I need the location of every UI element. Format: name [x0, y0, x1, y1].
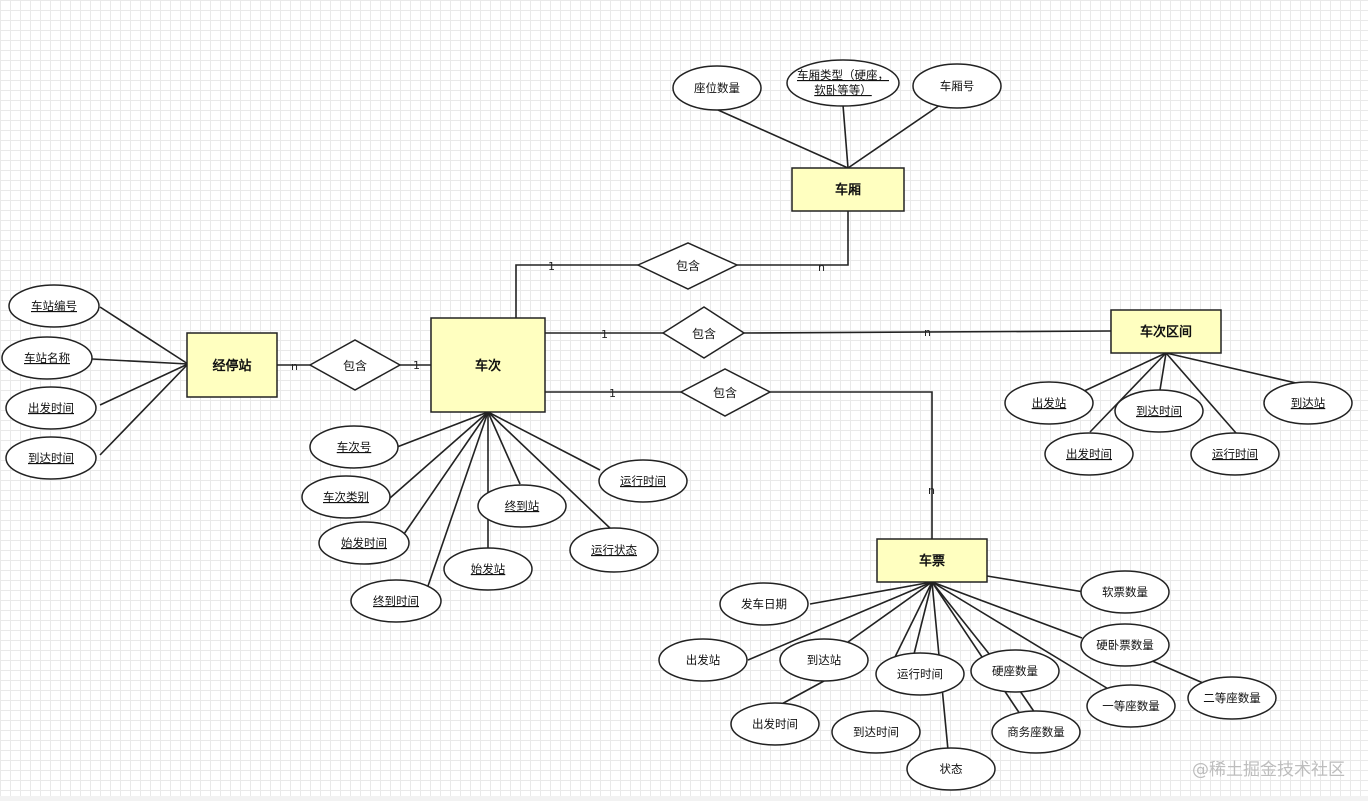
- attr-ticket-status[interactable]: 状态: [906, 747, 996, 791]
- attr-label: 商务座数量: [1007, 725, 1065, 739]
- attr-end-time[interactable]: 终到时间: [350, 579, 442, 623]
- attr-label: 硬卧票数量: [1096, 638, 1154, 652]
- relation-label: 包含: [676, 258, 700, 273]
- relation-label: 包含: [692, 326, 716, 341]
- entity-label: 车厢: [835, 182, 861, 198]
- cardinality-labels: 1 n n 1 1 n 1 n: [291, 260, 935, 497]
- relation-label: 包含: [713, 385, 737, 400]
- entity-label: 车次: [475, 358, 501, 374]
- bottom-scroll-area: [0, 796, 1368, 801]
- attr-label: 运行时间: [1212, 447, 1258, 461]
- attr-label: 终到时间: [373, 594, 419, 608]
- attr-label: 运行时间: [897, 667, 943, 681]
- attr-label: 到达时间: [28, 451, 74, 465]
- entity-train[interactable]: 车次: [430, 317, 546, 413]
- entity-stop-station[interactable]: 经停站: [186, 332, 278, 398]
- attr-segment-arrive-time[interactable]: 到达时间: [1114, 389, 1204, 433]
- attr-label: 硬座数量: [992, 664, 1038, 678]
- attr-carriage-no[interactable]: 车厢号: [912, 63, 1002, 109]
- attr-label: 运行状态: [591, 543, 637, 557]
- attr-second-class-count[interactable]: 二等座数量: [1187, 676, 1277, 720]
- attr-ticket-run-time[interactable]: 运行时间: [875, 652, 965, 696]
- cardinality-ticket-many: n: [928, 484, 935, 497]
- attr-ticket-arrive-station[interactable]: 到达站: [779, 638, 869, 682]
- attr-train-status[interactable]: 运行状态: [569, 527, 659, 573]
- entity-carriage[interactable]: 车厢: [791, 167, 905, 212]
- attr-label: 到达站: [1291, 396, 1326, 410]
- attr-segment-depart-time[interactable]: 出发时间: [1044, 432, 1134, 476]
- attr-station-name[interactable]: 车站名称: [1, 336, 93, 380]
- attr-end-station[interactable]: 终到站: [477, 484, 567, 528]
- cardinality-train-carriage-many: n: [818, 261, 825, 274]
- attr-label: 终到站: [505, 499, 540, 513]
- attr-ticket-arrive-time[interactable]: 到达时间: [831, 710, 921, 754]
- attr-label: 座位数量: [694, 81, 740, 95]
- entity-train-segment[interactable]: 车次区间: [1110, 309, 1222, 354]
- attr-segment-depart-station[interactable]: 出发站: [1004, 381, 1094, 425]
- attr-label: 二等座数量: [1203, 691, 1261, 705]
- attr-label-line2: 软卧等等）: [814, 83, 872, 97]
- attr-first-class-count[interactable]: 一等座数量: [1086, 684, 1176, 728]
- attr-label: 到达站: [807, 653, 842, 667]
- relation-train-carriage[interactable]: 包含: [636, 242, 739, 290]
- attr-label: 一等座数量: [1102, 699, 1160, 713]
- attr-business-count[interactable]: 商务座数量: [991, 710, 1081, 754]
- relation-train-segment[interactable]: 包含: [661, 306, 746, 359]
- attr-label: 运行时间: [620, 474, 666, 488]
- attr-label: 出发时间: [1066, 447, 1112, 461]
- attr-start-time[interactable]: 始发时间: [318, 521, 410, 565]
- relation-stop-train[interactable]: 包含: [308, 339, 402, 391]
- attr-ticket-depart-station[interactable]: 出发站: [658, 638, 748, 682]
- attr-label: 到达时间: [853, 725, 899, 739]
- attr-label: 始发时间: [341, 536, 387, 550]
- attr-segment-run-time[interactable]: 运行时间: [1190, 432, 1280, 476]
- attr-train-type[interactable]: 车次类别: [301, 475, 391, 519]
- attr-label: 车次号: [337, 440, 372, 454]
- attr-label: 软票数量: [1102, 585, 1148, 599]
- attr-ticket-depart-time[interactable]: 出发时间: [730, 702, 820, 746]
- entity-label: 经停站: [212, 358, 251, 374]
- attr-label: 出发时间: [752, 717, 798, 731]
- connector-lines: [91, 104, 1297, 751]
- attr-label: 车次类别: [323, 490, 369, 504]
- attr-depart-date[interactable]: 发车日期: [719, 582, 809, 626]
- attr-label: 车站编号: [31, 299, 77, 313]
- attr-segment-arrive-station[interactable]: 到达站: [1263, 381, 1353, 425]
- cardinality-ticket-one: 1: [609, 387, 616, 400]
- relation-train-ticket[interactable]: 包含: [679, 368, 772, 417]
- attr-stop-depart-time[interactable]: 出发时间: [5, 386, 97, 430]
- attr-train-no[interactable]: 车次号: [309, 425, 399, 469]
- attr-label: 出发站: [686, 653, 721, 667]
- entity-ticket[interactable]: 车票: [876, 538, 988, 583]
- attr-hard-seat-count[interactable]: 硬座数量: [970, 649, 1060, 693]
- relation-label: 包含: [343, 358, 367, 373]
- attr-label-line1: 车厢类型（硬座，: [797, 68, 889, 82]
- watermark-text: @稀土掘金技术社区: [1192, 760, 1345, 780]
- attr-label: 出发站: [1032, 396, 1067, 410]
- entity-label: 车票: [919, 553, 945, 569]
- attr-label: 车站名称: [24, 351, 70, 365]
- cardinality-stop-one: 1: [413, 359, 420, 372]
- attr-label: 出发时间: [28, 401, 74, 415]
- attr-start-station[interactable]: 始发站: [443, 547, 533, 591]
- cardinality-stop-many: n: [291, 360, 298, 373]
- entity-label: 车次区间: [1140, 324, 1192, 340]
- attr-carriage-type[interactable]: 车厢类型（硬座， 软卧等等）: [786, 59, 900, 107]
- attr-hard-sleeper-count[interactable]: 硬卧票数量: [1080, 623, 1170, 667]
- attr-label: 状态: [940, 762, 963, 776]
- attr-label: 车厢号: [940, 79, 975, 93]
- attr-label: 到达时间: [1136, 404, 1182, 418]
- attr-label: 发车日期: [741, 597, 787, 611]
- cardinality-segment-many: n: [924, 326, 931, 339]
- attr-soft-count[interactable]: 软票数量: [1080, 570, 1170, 614]
- cardinality-train-carriage-one: 1: [548, 260, 555, 273]
- attr-seat-count[interactable]: 座位数量: [672, 65, 762, 111]
- cardinality-segment-one: 1: [601, 328, 608, 341]
- attr-train-run-time[interactable]: 运行时间: [598, 459, 688, 503]
- attr-label: 始发站: [471, 562, 506, 576]
- attr-stop-arrive-time[interactable]: 到达时间: [5, 436, 97, 480]
- attr-station-id[interactable]: 车站编号: [8, 284, 100, 328]
